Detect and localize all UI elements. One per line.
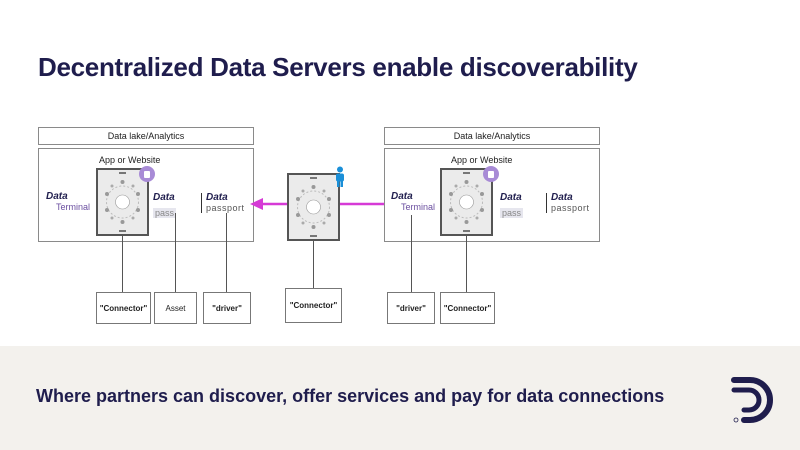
- left-terminal-word2: Terminal: [56, 202, 91, 212]
- right-connector-box: "Connector": [440, 292, 495, 324]
- left-data-terminal-logo: Data Terminal: [46, 191, 91, 213]
- server-node-icon: [105, 172, 140, 232]
- right-line-1: [411, 215, 412, 292]
- left-connector-box: "Connector": [96, 292, 151, 324]
- magenta-connection-line: [340, 202, 390, 206]
- left-app-label: App or Website: [99, 155, 161, 165]
- left-data-pass-logo: Data pass: [153, 192, 177, 221]
- footer-text: Where partners can discover, offer servi…: [36, 386, 665, 406]
- right-data-lake-box: Data lake/Analytics: [384, 127, 600, 145]
- right-terminal-word2: Terminal: [401, 202, 436, 212]
- server-node-icon: [449, 172, 484, 232]
- left-pass-word2: pass: [153, 208, 177, 218]
- left-passport-word1: Data: [206, 192, 228, 203]
- right-passport-word1: Data: [551, 192, 573, 203]
- right-data-terminal-logo: Data Terminal: [391, 191, 436, 213]
- right-line-2: [466, 236, 467, 292]
- left-passport-word2: passport: [206, 203, 245, 213]
- right-data-lake-label: Data lake/Analytics: [453, 131, 531, 141]
- right-data-passport-logo: Data passport: [546, 193, 590, 213]
- left-trash-icon: [139, 166, 155, 182]
- person-icon: [336, 166, 344, 187]
- left-data-lake-label: Data lake/Analytics: [107, 131, 185, 141]
- brand-logo-icon: [731, 377, 773, 423]
- middle-personal-data-server: [287, 173, 340, 241]
- left-line-3: [226, 213, 227, 292]
- right-pass-word1: Data: [500, 192, 522, 203]
- left-line-1: [122, 236, 123, 292]
- left-data-passport-logo: Data passport: [201, 193, 245, 213]
- left-asset-box: Asset: [154, 292, 197, 324]
- left-terminal-word1: Data: [46, 191, 68, 202]
- right-driver-box: "driver": [387, 292, 435, 324]
- left-personal-data-server: [96, 168, 149, 236]
- right-passport-word2: passport: [551, 203, 590, 213]
- left-driver-box: "driver": [203, 292, 251, 324]
- left-pass-word1: Data: [153, 192, 175, 203]
- right-app-label: App or Website: [451, 155, 513, 165]
- middle-connector-box: "Connector": [285, 288, 342, 323]
- footer-band: Where partners can discover, offer servi…: [0, 346, 800, 450]
- right-terminal-word1: Data: [391, 191, 413, 202]
- left-line-2: [175, 213, 176, 292]
- middle-line: [313, 241, 314, 288]
- right-data-pass-logo: Data pass: [500, 192, 524, 221]
- server-node-icon: [296, 177, 331, 237]
- right-pass-word2: pass: [500, 208, 524, 218]
- right-trash-icon: [483, 166, 499, 182]
- page-title: Decentralized Data Servers enable discov…: [38, 52, 638, 82]
- right-personal-data-server: [440, 168, 493, 236]
- left-data-lake-box: Data lake/Analytics: [38, 127, 254, 145]
